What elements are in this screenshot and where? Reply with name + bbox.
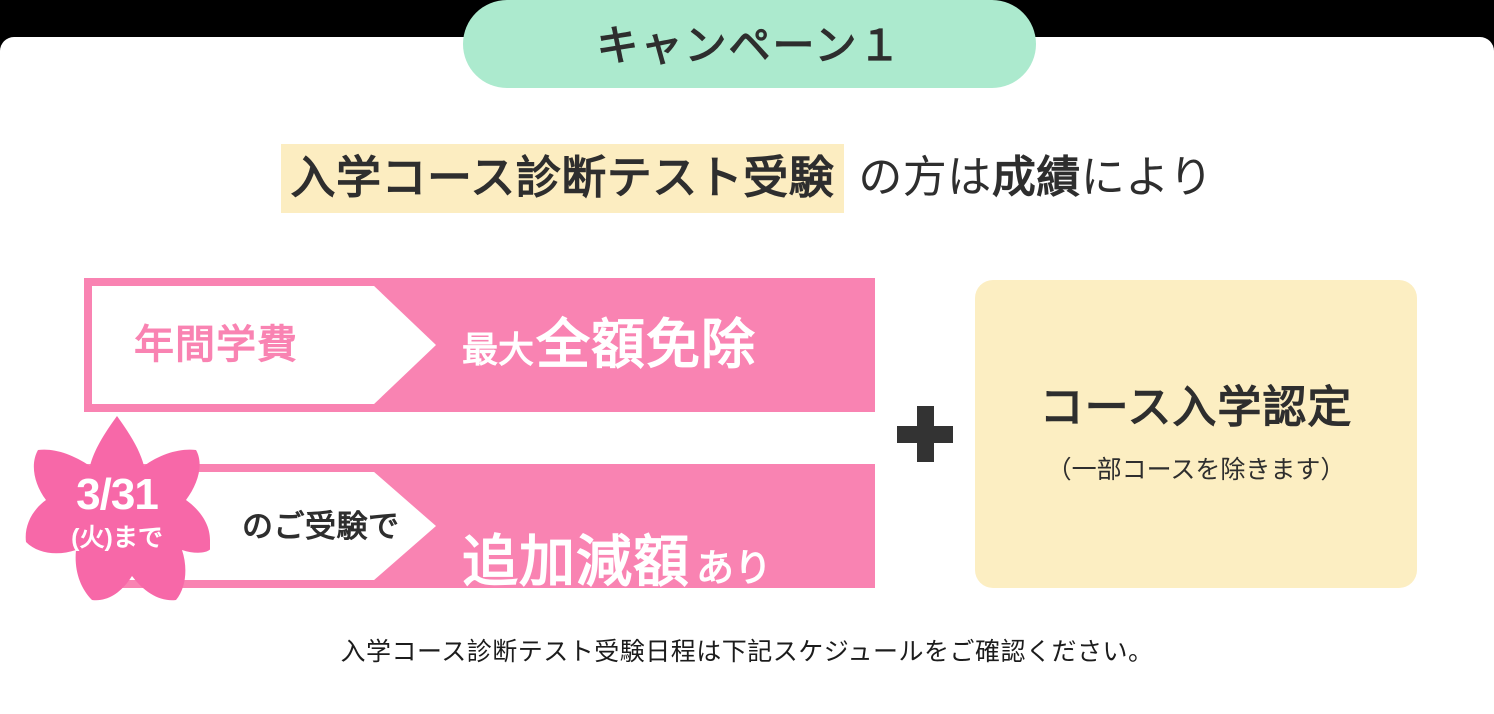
- plus-icon: [897, 406, 953, 462]
- benefit-value-tuition: 最大 全額免除: [462, 278, 756, 412]
- benefit-value-prefix-tuition: 最大: [462, 329, 535, 370]
- benefit-chevron-label-tuition: 年間学費: [92, 286, 436, 404]
- footnote-text: 入学コース診断テスト受験日程は下記スケジュールをご確認ください。: [340, 638, 1154, 666]
- headline: 入学コース診断テスト受験 の方は成績により: [0, 136, 1494, 220]
- course-admission-box: コース入学認定 （一部コースを除きます）: [975, 280, 1417, 588]
- headline-rest-tail: により: [1080, 153, 1214, 202]
- campaign-badge: キャンペーン１: [463, 0, 1036, 88]
- benefit-banner-discount: のご受験で 追加減額 あり: [84, 464, 875, 593]
- sakura-badge-text: 3/31 (火)まで: [24, 414, 210, 610]
- headline-rest: の方は成績により: [858, 156, 1213, 200]
- benefit-chevron-text-discount: のご受験で: [242, 508, 400, 544]
- headline-rest-lead: の方は: [858, 153, 992, 202]
- benefit-value-main-tuition: 全額免除: [536, 315, 757, 375]
- sakura-date: 3/31: [76, 470, 159, 519]
- course-admission-note: （一部コースを除きます）: [1046, 455, 1346, 484]
- benefit-chevron-text-tuition: 年間学費: [134, 323, 298, 367]
- plus-icon-vertical-bar: [917, 406, 934, 462]
- campaign-badge-label: キャンペーン１: [596, 22, 903, 69]
- benefit-banner-tuition: 年間学費 最大 全額免除: [84, 278, 875, 412]
- sakura-flower-icon: [25, 416, 210, 601]
- headline-rest-strong: 成績: [991, 153, 1081, 202]
- course-admission-title: コース入学認定: [1039, 382, 1353, 432]
- sakura-deadline-badge: 3/31 (火)まで: [24, 414, 210, 610]
- headline-highlight: 入学コース診断テスト受験: [280, 143, 845, 213]
- benefit-value-discount: 追加減額 あり: [462, 464, 773, 593]
- benefit-value-suffix-discount: あり: [696, 548, 773, 590]
- sakura-date-suffix: (火)まで: [71, 524, 163, 552]
- benefit-value-main-discount: 追加減額: [462, 530, 690, 593]
